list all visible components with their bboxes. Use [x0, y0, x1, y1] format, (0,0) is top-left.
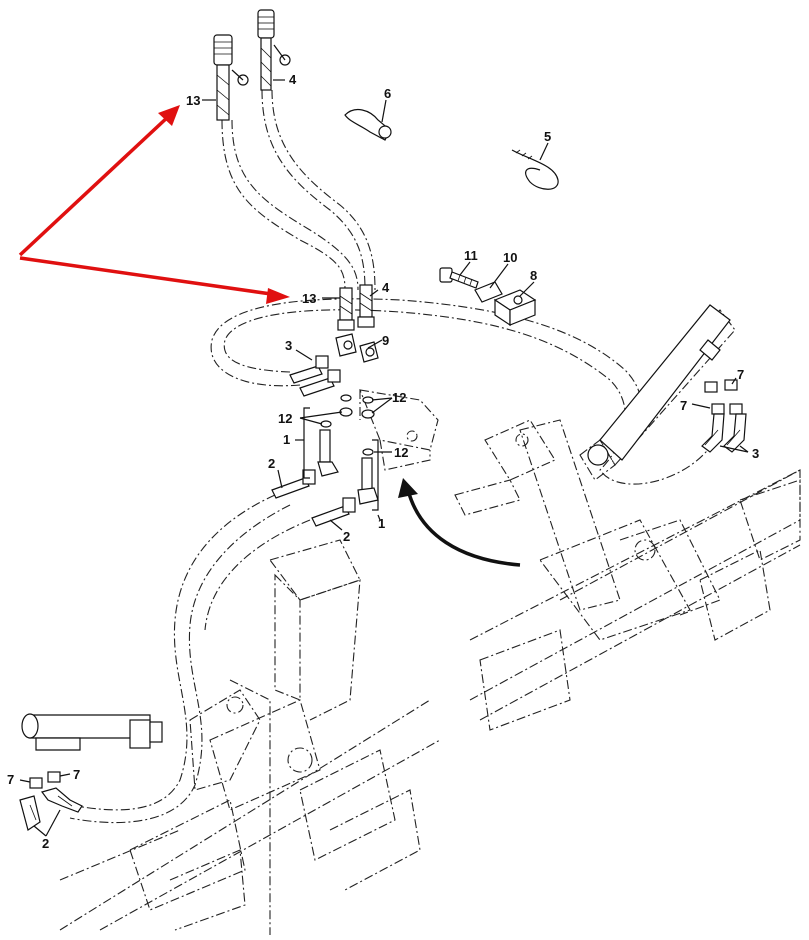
curved-arrow-icon: [398, 478, 521, 567]
callout-12-lower: 12: [394, 445, 408, 460]
quick-coupler-13: [213, 34, 233, 121]
callout-5: 5: [544, 129, 551, 144]
callout-7-right-mid: 7: [680, 398, 687, 413]
coupler-4-lower: [357, 284, 375, 328]
quick-coupler-4: [257, 9, 275, 91]
callout-7-left-a: 7: [7, 772, 14, 787]
elbow-fitting-1a: [317, 429, 339, 477]
callout-13-top: 13: [186, 93, 200, 108]
callout-11: 11: [464, 248, 478, 263]
adapter-3-left: [289, 355, 341, 397]
hose-clamp-6: [344, 108, 392, 141]
cylinder-right: [587, 304, 731, 466]
leader-lines: [19, 79, 749, 837]
callout-13-center: 13: [302, 291, 316, 306]
cylinder-left: [21, 713, 163, 751]
callout-4-top: 4: [289, 72, 297, 87]
coupler-13-lower: [337, 287, 355, 331]
callout-1-left: 1: [283, 432, 290, 447]
dust-cap-icon: [231, 44, 291, 86]
hose-routing: [69, 89, 721, 824]
callout-labels: 13 4 6 5 11 10 8 13 4 9 3 12 12 12 1 2 2…: [7, 72, 759, 851]
callout-3-right: 3: [752, 446, 759, 461]
callout-7-left-b: 7: [73, 767, 80, 782]
callout-6: 6: [384, 86, 391, 101]
tee-fitting-9: [335, 333, 379, 363]
callout-9: 9: [382, 333, 389, 348]
bolt-11: [439, 267, 479, 289]
highlight-arrows: [18, 105, 290, 304]
callout-2-center: 2: [343, 529, 350, 544]
callout-10: 10: [503, 250, 517, 265]
callout-2-left-bottom: 2: [42, 836, 49, 851]
callout-12-left: 12: [278, 411, 292, 426]
callout-1-right: 1: [378, 516, 385, 531]
red-arrowhead-icon: [158, 105, 180, 126]
cable-tie-5: [511, 149, 559, 190]
callout-8: 8: [530, 268, 537, 283]
hoses-2-left: [19, 787, 83, 831]
callout-7-right-top: 7: [737, 367, 744, 382]
chassis-frame-right: [454, 309, 801, 731]
callout-3-left: 3: [285, 338, 292, 353]
chassis-frame-left: [59, 539, 441, 935]
callout-4-center: 4: [382, 280, 390, 295]
fittings-7-right: [704, 379, 743, 415]
elbow-fitting-1b: [357, 457, 379, 505]
hoses-3-right: [701, 413, 747, 453]
clamp-block-8: [493, 289, 537, 327]
plate-10: [474, 281, 503, 303]
adapter-2-left: [271, 469, 316, 499]
fittings-7-left: [29, 771, 61, 789]
callout-12-right: 12: [392, 390, 406, 405]
callout-2-left: 2: [268, 456, 275, 471]
adapter-2-center: [311, 497, 356, 527]
mounting-bracket: [359, 389, 439, 471]
red-arrowhead-icon: [266, 288, 290, 304]
